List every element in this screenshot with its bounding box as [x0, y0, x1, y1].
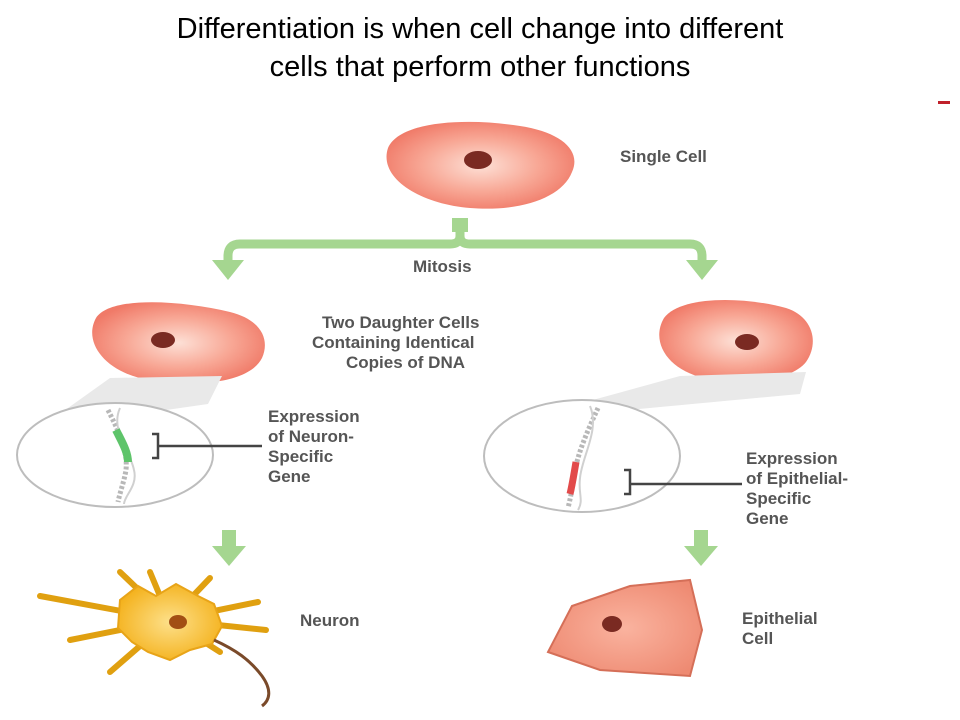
epithelial-label-line1: Epithelial	[742, 609, 818, 628]
neuron-gene-line2: of Neuron-	[268, 427, 354, 446]
daughter-label-line3: Copies of DNA	[346, 353, 465, 372]
single-cell	[386, 121, 575, 209]
axon	[213, 638, 271, 708]
epithelial-gene-line4: Gene	[746, 509, 789, 528]
neuron-label: Neuron	[300, 611, 360, 630]
slide-title-line1: Differentiation is when cell change into…	[176, 13, 784, 45]
daughter-cell-left	[92, 302, 265, 384]
nucleus	[151, 332, 175, 348]
epithelial-gene-bracket	[624, 468, 742, 496]
daughter-label-line2: Containing Identical	[312, 333, 474, 352]
arrow-to-epithelial-icon	[684, 530, 718, 566]
neuron-gene-line3: Specific	[268, 447, 333, 466]
nucleus	[464, 151, 492, 169]
neuron-gene-bracket	[152, 432, 262, 460]
epithelial-gene-line3: Specific	[746, 489, 811, 508]
nucleus	[169, 615, 187, 629]
epithelial-gene-line1: Expression	[746, 449, 838, 468]
slide-title: Differentiation is when cell change into…	[40, 10, 920, 86]
slide-title-line2: cells that perform other functions	[269, 51, 691, 83]
arrow-down-left-icon	[212, 260, 244, 280]
epithelial-cell	[546, 578, 704, 678]
neuron-cell	[37, 569, 271, 708]
neuron-gene-line4: Gene	[268, 467, 311, 486]
dna-magnifier-left	[16, 402, 214, 508]
neuron-gene-segment	[112, 428, 132, 463]
epithelial-gene-segment	[566, 461, 580, 495]
daughter-label-line1: Two Daughter Cells	[322, 313, 479, 332]
epithelial-label-line2: Cell	[742, 629, 773, 648]
arrow-down-right-icon	[686, 260, 718, 280]
dna-magnifier-right	[483, 399, 681, 513]
mitosis-stem	[452, 218, 468, 232]
arrow-to-neuron-icon	[212, 530, 246, 566]
neuron-gene-line1: Expression	[268, 407, 360, 426]
nucleus	[602, 616, 622, 632]
epithelial-gene-line2: of Epithelial-	[746, 469, 848, 488]
daughter-cell-right	[659, 299, 813, 382]
nucleus	[735, 334, 759, 350]
edge-mark	[938, 101, 950, 104]
mitosis-label: Mitosis	[413, 257, 472, 276]
mitosis-arrows	[223, 222, 707, 262]
single-cell-label: Single Cell	[620, 147, 707, 166]
